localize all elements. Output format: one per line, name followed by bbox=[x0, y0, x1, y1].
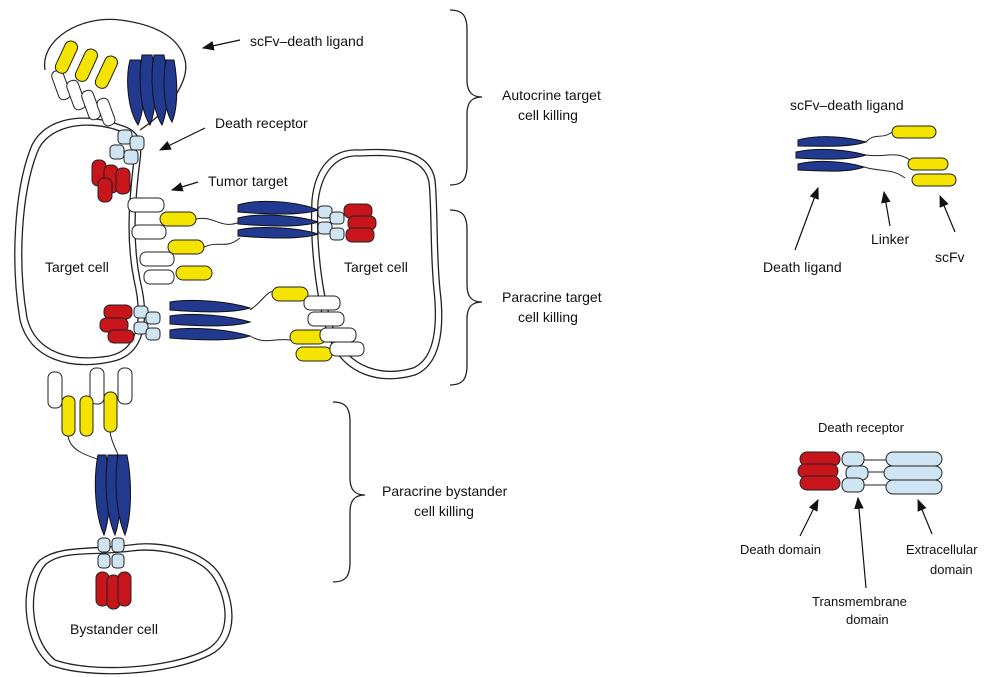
paracrine-target-complex-upper bbox=[127, 197, 377, 285]
label-paracrine-bystander-line2: cell killing bbox=[414, 503, 474, 519]
legend-arrow-extracellular bbox=[917, 498, 933, 535]
legend-label-transmembrane-line1: Transmembrane bbox=[812, 594, 907, 609]
label-paracrine-bystander-line1: Paracrine bystander bbox=[382, 483, 508, 499]
legend-death-receptor: Death receptor Death domain bbox=[740, 420, 978, 627]
cell-membranes bbox=[14, 18, 443, 675]
autocrine-complex bbox=[51, 40, 178, 203]
legend-label-scfv: scFv bbox=[935, 249, 965, 265]
label-bystander-cell: Bystander cell bbox=[70, 621, 158, 637]
label-target-cell-right: Target cell bbox=[344, 259, 408, 275]
legend-ligand-title: scFv–death ligand bbox=[790, 97, 904, 113]
label-death-receptor: Death receptor bbox=[215, 115, 308, 131]
label-paracrine-target-line1: Paracrine target bbox=[502, 289, 602, 305]
label-scfv-death-ligand: scFv–death ligand bbox=[250, 33, 364, 49]
arrow-death-receptor bbox=[158, 127, 206, 151]
legend-arrow-death-ligand bbox=[794, 186, 819, 251]
label-target-cell-left: Target cell bbox=[45, 259, 109, 275]
target-cell-right-membrane-inner bbox=[316, 154, 437, 372]
legend-arrow-scfv bbox=[939, 194, 956, 233]
target-cell-left-membrane-inner bbox=[21, 124, 139, 359]
bystander-cell-membrane bbox=[25, 543, 233, 675]
legend-receptor-title: Death receptor bbox=[818, 420, 905, 435]
legend-label-transmembrane-line2: domain bbox=[846, 612, 889, 627]
legend-label-linker: Linker bbox=[871, 231, 909, 247]
paracrine-target-complex-lower bbox=[99, 286, 365, 362]
arrow-scfv-death-ligand bbox=[201, 39, 241, 51]
legend-arrow-death-domain bbox=[799, 498, 819, 537]
legend-scfv-death-ligand: scFv–death ligand Death ligand Linker sc… bbox=[763, 97, 965, 275]
legend-arrow-transmembrane bbox=[854, 496, 867, 589]
target-cell-right-membrane bbox=[310, 148, 443, 380]
label-paracrine-target-line2: cell killing bbox=[518, 309, 578, 325]
brace-paracrine-target bbox=[449, 209, 483, 386]
label-tumor-target: Tumor target bbox=[208, 173, 288, 189]
bystander-complex bbox=[47, 367, 133, 610]
bystander-cell-membrane-inner bbox=[32, 549, 226, 669]
braces bbox=[332, 9, 483, 583]
legend-label-extracellular-line1: Extracellular bbox=[906, 542, 978, 557]
brace-autocrine bbox=[449, 9, 483, 186]
brace-paracrine-bystander bbox=[332, 401, 366, 583]
label-autocrine-line2: cell killing bbox=[518, 107, 578, 123]
legend-arrow-linker bbox=[881, 190, 891, 227]
legend-label-death-ligand: Death ligand bbox=[763, 259, 842, 275]
label-autocrine-line1: Autocrine target bbox=[502, 87, 601, 103]
legend-label-extracellular-line2: domain bbox=[930, 562, 973, 577]
legend-label-death-domain: Death domain bbox=[740, 542, 821, 557]
arrow-tumor-target bbox=[170, 181, 199, 192]
target-cell-left-membrane bbox=[14, 117, 146, 366]
